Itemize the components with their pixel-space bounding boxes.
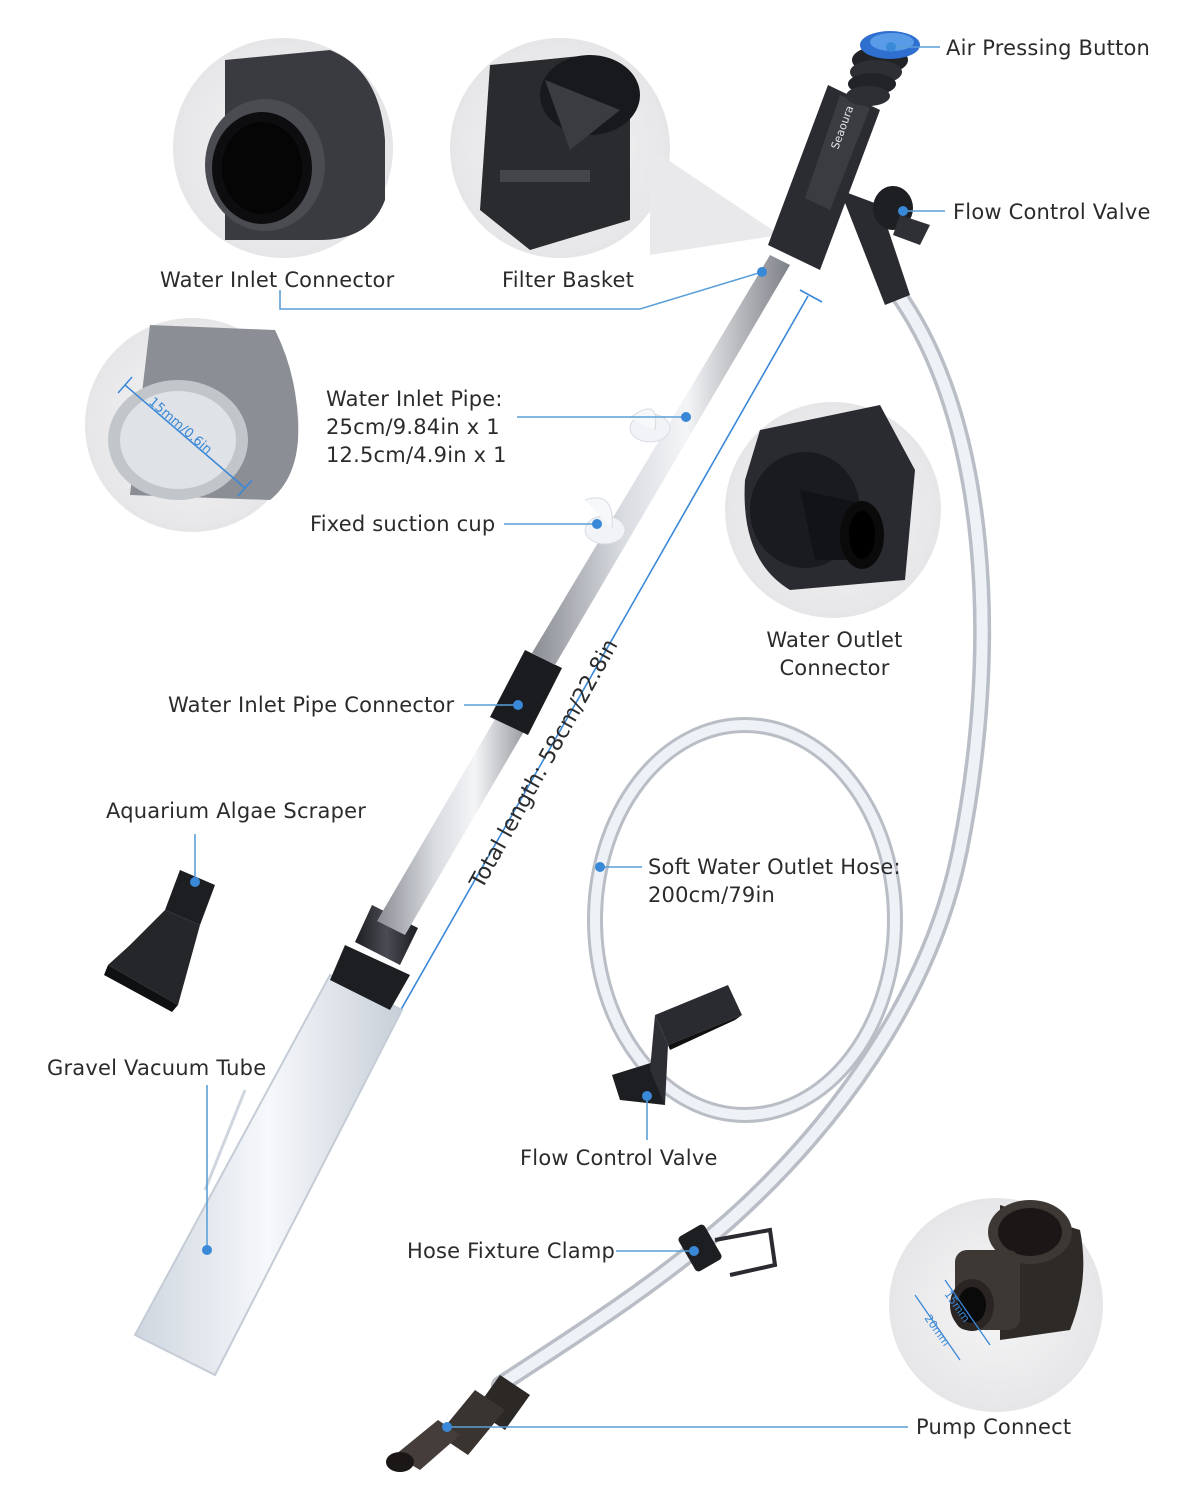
blue-dot-icon — [592, 519, 602, 529]
label-water-inlet-pipe-connector: Water Inlet Pipe Connector — [168, 693, 455, 717]
water-inlet-pipe-title: Water Inlet Pipe: — [326, 387, 503, 411]
label-water-inlet-pipe: Water Inlet Pipe: 25cm/9.84in x 1 12.5cm… — [326, 385, 507, 469]
hose-fixture-clamp — [678, 1224, 778, 1277]
pump-connect-fitting — [386, 1375, 530, 1472]
filter-basket-detail — [450, 38, 780, 258]
label-water-outlet-connector: Water Outlet Connector — [742, 626, 927, 682]
blue-dot-icon — [595, 862, 605, 872]
air-button-bellows — [846, 31, 920, 106]
flow-control-valve-clip — [612, 985, 742, 1105]
label-gravel-vacuum-tube: Gravel Vacuum Tube — [47, 1056, 267, 1080]
blue-dot-icon — [202, 1245, 212, 1255]
algae-scraper — [104, 870, 215, 1012]
label-aquarium-algae-scraper: Aquarium Algae Scraper — [106, 799, 367, 823]
blue-dot-icon — [689, 1246, 699, 1256]
main-pipe: Seaoura — [133, 31, 930, 1377]
water-outlet-connector-line-1: Water Outlet — [766, 628, 903, 652]
soft-water-outlet-hose-title: Soft Water Outlet Hose: — [648, 855, 901, 879]
blue-dot-icon — [513, 700, 523, 710]
water-outlet-connector-detail — [725, 402, 941, 618]
water-inlet-pipe-spec-1: 25cm/9.84in x 1 — [326, 415, 500, 439]
label-air-pressing-button: Air Pressing Button — [946, 36, 1151, 60]
blue-dot-icon — [190, 877, 200, 887]
blue-dot-icon — [681, 412, 691, 422]
leader-lines — [194, 46, 945, 1428]
water-inlet-connector-detail — [173, 38, 393, 258]
pump-connect-detail — [889, 1198, 1103, 1412]
blue-dot-icon — [642, 1091, 652, 1101]
water-inlet-pipe-spec-2: 12.5cm/4.9in x 1 — [326, 443, 507, 467]
label-fixed-suction-cup: Fixed suction cup — [310, 512, 496, 536]
blue-dot-icon — [757, 267, 767, 277]
label-flow-control-valve-top: Flow Control Valve — [953, 200, 1151, 224]
label-pump-connect: Pump Connect — [916, 1415, 1072, 1439]
label-hose-fixture-clamp: Hose Fixture Clamp — [407, 1239, 616, 1263]
blue-dot-icon — [898, 206, 908, 216]
label-water-inlet-connector: Water Inlet Connector — [160, 268, 395, 292]
outlet-hose — [491, 281, 992, 1394]
soft-water-outlet-hose-spec: 200cm/79in — [648, 883, 776, 907]
blue-dot-icon — [886, 42, 896, 52]
label-flow-control-valve-bottom: Flow Control Valve — [520, 1146, 718, 1170]
blue-dot-icon — [442, 1422, 452, 1432]
label-filter-basket: Filter Basket — [502, 268, 635, 292]
label-soft-water-outlet-hose: Soft Water Outlet Hose: 200cm/79in — [648, 853, 901, 909]
callout-dots — [190, 42, 908, 1432]
pipe-diameter-detail — [85, 318, 299, 532]
water-outlet-connector-line-2: Connector — [779, 656, 890, 680]
